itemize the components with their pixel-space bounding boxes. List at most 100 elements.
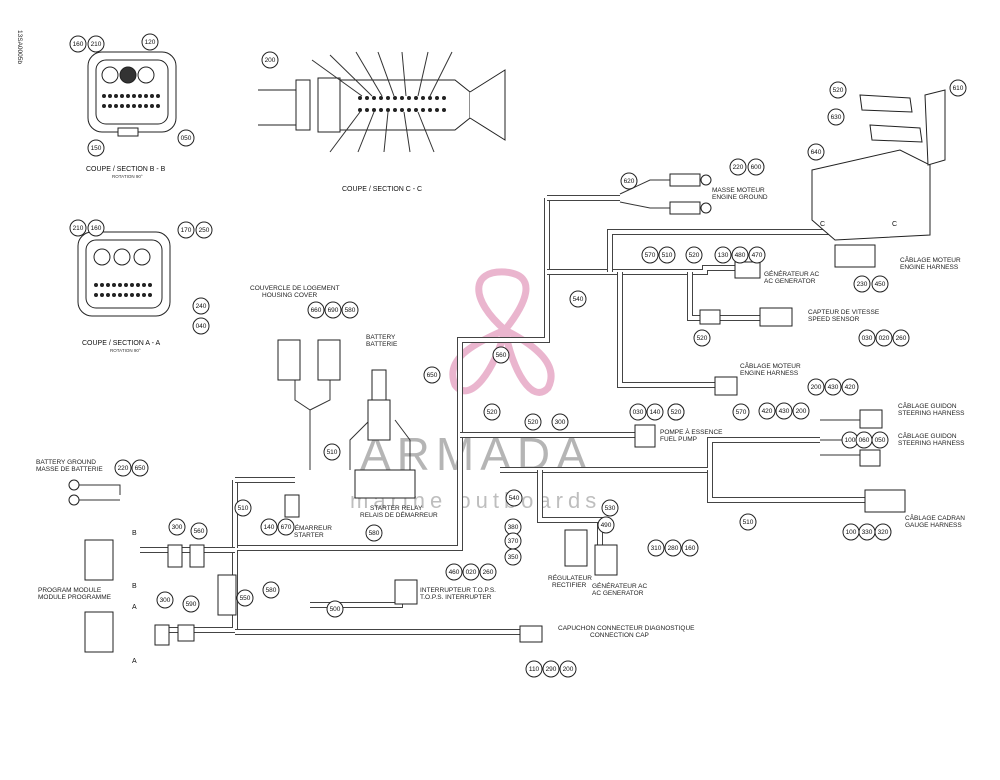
callout-number: 500 (330, 606, 341, 613)
callout-circle (729, 158, 747, 176)
callout-circle (807, 143, 825, 161)
callout-circle (685, 246, 703, 264)
label-batterie: BATTERIE (366, 341, 398, 348)
callout-number: 530 (605, 505, 616, 512)
callout-number: 160 (685, 545, 696, 552)
label-starter-relay: STARTER RELAY (370, 505, 423, 512)
callout-number: 520 (671, 409, 682, 416)
callout-circle (182, 595, 200, 613)
callout-number: 370 (508, 538, 519, 545)
callout-number: 510 (662, 252, 673, 259)
label-steering-2: STEERING HARNESS (898, 440, 965, 447)
callout-210: 210 (69, 219, 87, 237)
callout-number: 220 (733, 164, 744, 171)
callout-number: 470 (752, 252, 763, 259)
callout-circle (525, 660, 543, 678)
callout-450: 450 (871, 275, 889, 293)
callout-540: 540 (569, 290, 587, 308)
callout-140: 140 (646, 403, 664, 421)
callout-200: 200 (261, 51, 279, 69)
callout-number: 610 (953, 85, 964, 92)
callout-130: 130 (714, 246, 732, 264)
callout-280: 280 (664, 539, 682, 557)
callout-number: 580 (369, 530, 380, 537)
callout-580: 580 (341, 301, 359, 319)
callout-circle (445, 563, 463, 581)
label-speed-sensor: SPEED SENSOR (808, 316, 860, 323)
callout-number: 520 (689, 252, 700, 259)
callout-number: 650 (427, 372, 438, 379)
label-guidon-2: CÂBLAGE GUIDON (898, 431, 957, 440)
callout-number: 210 (73, 225, 84, 232)
callout-170: 170 (177, 221, 195, 239)
callout-number: 540 (509, 495, 520, 502)
label-tops-interrupter: T.O.P.S. INTERRUPTER (420, 594, 492, 601)
label-cablage-moteur: CÂBLAGE MOTEUR (900, 255, 961, 264)
label-gauge: GAUGE HARNESS (905, 522, 962, 529)
callout-020: 020 (462, 563, 480, 581)
label-connection-cap: CONNECTION CAP (590, 632, 649, 639)
callout-circle (601, 499, 619, 517)
callout-140: 140 (260, 518, 278, 536)
label-guidon-1: CÂBLAGE GUIDON (898, 401, 957, 410)
callout-circle (620, 172, 638, 190)
callout-number: 310 (651, 545, 662, 552)
callout-number: 480 (735, 252, 746, 259)
engine-harness-connector (811, 89, 946, 268)
callout-number: 350 (508, 554, 519, 561)
callout-330: 330 (858, 523, 876, 541)
callout-circle (667, 403, 685, 421)
callout-circle (641, 246, 659, 264)
callout-600: 600 (747, 158, 765, 176)
callout-circle (505, 489, 523, 507)
callout-520: 520 (667, 403, 685, 421)
callout-circle (646, 403, 664, 421)
callout-circle (462, 563, 480, 581)
callout-260: 260 (479, 563, 497, 581)
label-couvercle: COUVERCLE DE LOGEMENT (250, 285, 340, 292)
callout-circle (192, 317, 210, 335)
callout-circle (479, 563, 497, 581)
callout-670: 670 (277, 518, 295, 536)
section-b-rotation: ROTATION 90° (112, 174, 143, 179)
callout-circle (177, 221, 195, 239)
callout-number: 510 (743, 519, 754, 526)
callout-circle (156, 591, 174, 609)
callout-circle (714, 246, 732, 264)
callout-circle (195, 221, 213, 239)
callout-610: 610 (949, 79, 967, 97)
label-relais: RELAIS DE DÉMARREUR (360, 510, 438, 519)
callout-number: 300 (172, 524, 183, 531)
callout-500: 500 (326, 600, 344, 618)
callout-490: 490 (597, 516, 615, 534)
callout-370: 370 (504, 532, 522, 550)
callout-number: 200 (796, 408, 807, 415)
callout-circle (597, 516, 615, 534)
label-gen-ac: GÉNÉRATEUR AC (764, 269, 819, 278)
callout-number: 520 (528, 419, 539, 426)
callout-number: 560 (496, 352, 507, 359)
callout-circle (192, 297, 210, 315)
label-fuel-pump: FUEL PUMP (660, 436, 697, 443)
callout-circle (748, 246, 766, 264)
callout-160: 160 (87, 219, 105, 237)
callout-520: 520 (685, 246, 703, 264)
callout-circle (853, 275, 871, 293)
callout-150: 150 (87, 139, 105, 157)
callout-200: 200 (807, 378, 825, 396)
callout-200: 200 (559, 660, 577, 678)
callout-number: 200 (563, 666, 574, 673)
callout-510: 510 (234, 499, 252, 517)
callout-number: 420 (762, 408, 773, 415)
callout-520: 520 (829, 81, 847, 99)
callout-number: 040 (196, 323, 207, 330)
callout-circle (324, 301, 342, 319)
callout-430: 430 (824, 378, 842, 396)
callout-circle (542, 660, 560, 678)
callout-300: 300 (551, 413, 569, 431)
callout-circle (693, 329, 711, 347)
section-b-title: COUPE / SECTION B - B (86, 166, 166, 173)
label-rectifier: RECTIFIER (552, 582, 587, 589)
labels: MASSE MOTEUR ENGINE GROUND CÂBLAGE MOTEU… (36, 187, 965, 639)
